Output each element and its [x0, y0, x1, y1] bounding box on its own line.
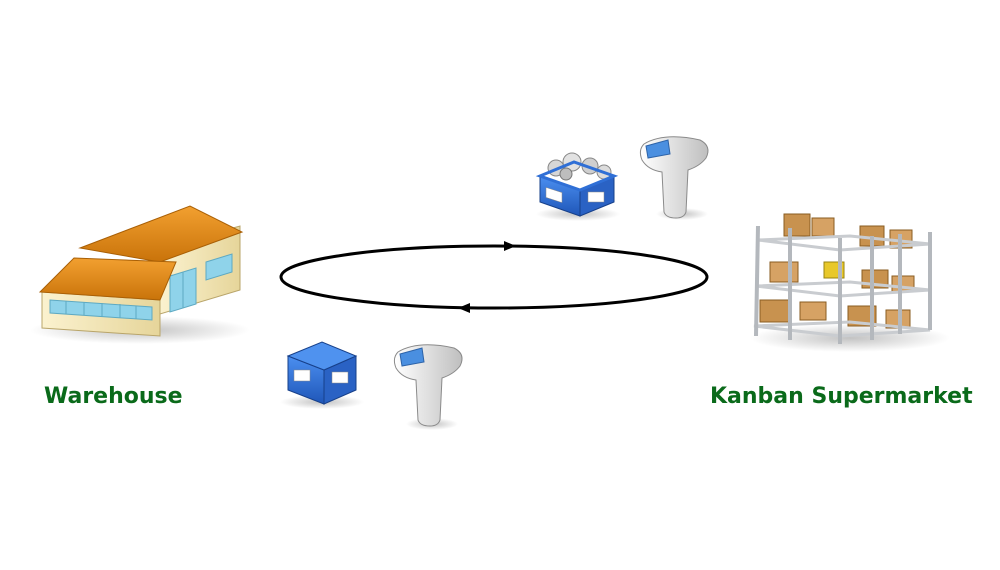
arrow-left-icon: [458, 303, 470, 313]
warehouse-building-icon: [30, 205, 250, 344]
barcode-scanner-icon: [639, 136, 709, 220]
empty-bin-icon: [280, 341, 364, 409]
storage-shelves-icon: [750, 213, 950, 352]
warehouse-label: Warehouse: [44, 384, 183, 409]
kanban-supermarket-label: Kanban Supermarket: [710, 384, 973, 409]
arrow-right-icon: [504, 241, 516, 251]
kanban-loop: [279, 241, 709, 313]
full-parts-bin-icon: [535, 152, 620, 221]
barcode-scanner-icon: [393, 344, 463, 430]
